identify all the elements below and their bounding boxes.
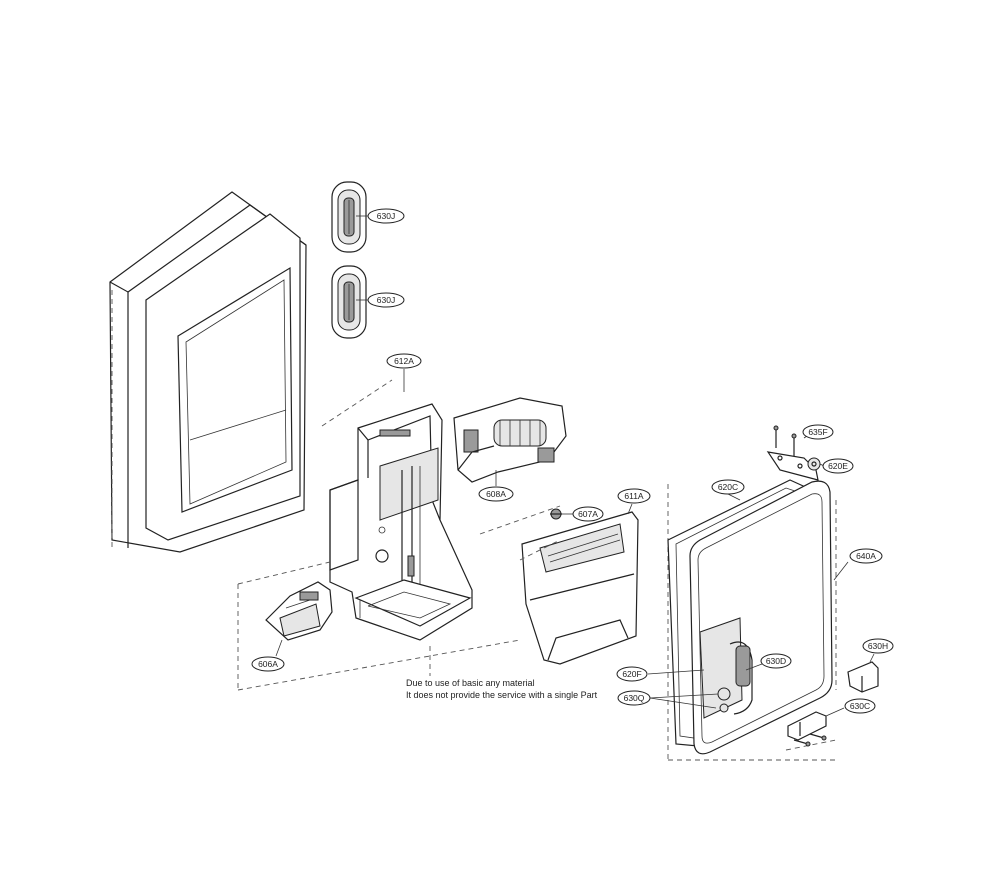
callout-607a: 607A [572,506,604,522]
part-640a-ice-door [689,480,833,755]
callout-611a: 611A [617,488,651,504]
callout-630j-bottom: 630J [367,292,405,308]
callout-630j-top: 630J [367,208,405,224]
callout-630d: 630D [760,653,792,669]
svg-text:611A: 611A [624,491,644,501]
svg-text:635F: 635F [808,427,827,437]
svg-text:640A: 640A [856,551,876,561]
callout-620f: 620F [616,666,648,682]
leader-611a [627,503,633,515]
door-panel [109,191,307,553]
part-630j-top [331,181,367,253]
exploded-view-guides [237,379,837,761]
svg-text:630Q: 630Q [624,693,645,703]
callout-630h: 630H [862,638,894,654]
callout-630q: 630Q [617,690,651,706]
callout-620c: 620C [711,479,745,495]
part-608a-motor [453,397,567,483]
leader-606a [275,639,283,657]
callout-606a: 606A [251,656,285,672]
callout-608a: 608A [478,486,514,502]
leader-640a [833,561,849,581]
svg-text:630J: 630J [377,295,395,305]
svg-text:607A: 607A [578,509,598,519]
callout-635f: 635F [802,424,834,440]
part-630h-hinge [847,653,879,693]
callout-630c: 630C [844,698,876,714]
door-part-leaders [647,663,763,709]
callout-612a: 612A [386,353,422,369]
part-635f-hinge [766,425,819,481]
part-630j-bottom [331,265,367,339]
svg-text:620C: 620C [718,482,738,492]
svg-text:606A: 606A [258,659,278,669]
svg-text:612A: 612A [394,356,414,366]
callout-640a: 640A [849,548,883,564]
svg-text:620F: 620F [622,669,641,679]
part-611a-cover [521,511,639,665]
callout-620e: 620E [822,458,854,474]
svg-text:630H: 630H [868,641,888,651]
svg-text:620E: 620E [828,461,848,471]
part-630c-hinge [787,707,845,747]
leader-620c [727,493,741,501]
part-606a-bracket [265,581,333,641]
svg-text:630J: 630J [377,211,395,221]
svg-text:630C: 630C [850,701,870,711]
svg-text:630D: 630D [766,656,786,666]
service-note: Due to use of basic any material It does… [406,678,598,700]
service-note-line2: It does not provide the service with a s… [406,690,598,700]
part-607a-screw [550,508,576,520]
service-note-line1: Due to use of basic any material [406,678,535,688]
part-612a-housing [329,403,473,641]
svg-text:608A: 608A [486,489,506,499]
part-620e-pin [807,457,825,471]
